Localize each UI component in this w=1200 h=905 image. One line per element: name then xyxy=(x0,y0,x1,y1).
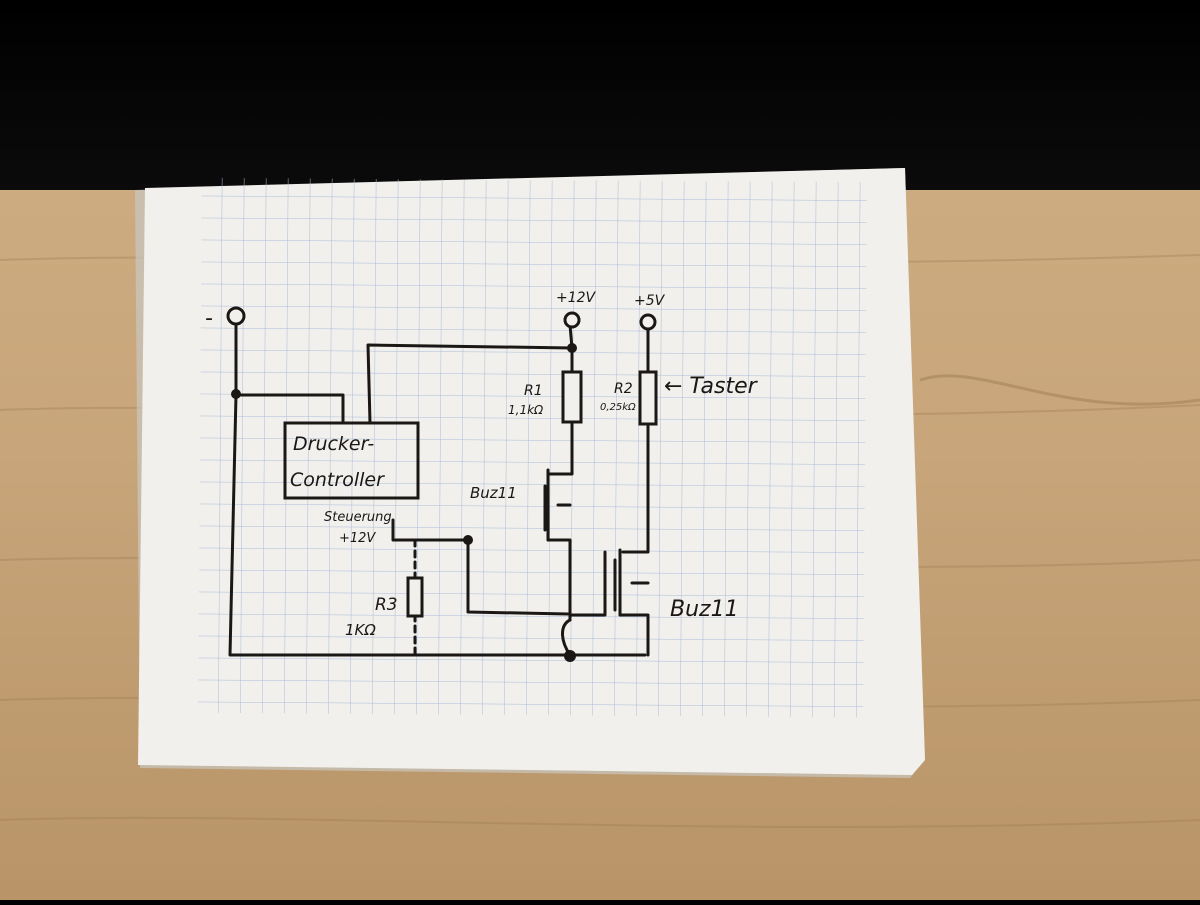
r1-value: 1,1kΩ xyxy=(508,403,544,417)
r1-name: R1 xyxy=(524,383,543,399)
controller-label-line1: Drucker- xyxy=(293,433,374,455)
minus-label: - xyxy=(205,306,213,331)
handwritten-labels: - +12V +5V R1 1,1kΩ R2 0,25kΩ ← Taster D… xyxy=(205,290,759,639)
minus-terminal xyxy=(226,306,246,326)
controller-label-line2: Controller xyxy=(290,469,385,491)
plus5v-label: +5V xyxy=(634,293,666,309)
resistor-r2 xyxy=(638,370,658,426)
steuerung-label-line1: Steuerung xyxy=(324,510,392,525)
r2-name: R2 xyxy=(614,381,633,397)
resistor-r1 xyxy=(561,370,583,424)
buz11-bottom-label: Buz11 xyxy=(670,597,739,622)
plus12v-label: +12V xyxy=(556,290,597,306)
grid-area xyxy=(198,177,867,718)
circuit-wires xyxy=(228,323,650,657)
steuerung-label-line2: +12V xyxy=(339,531,376,546)
terminals xyxy=(226,306,657,331)
plus12v-terminal xyxy=(563,311,581,329)
plus5v-terminal xyxy=(639,313,657,331)
resistor-r3 xyxy=(406,576,424,618)
resistors xyxy=(406,370,658,618)
r3-value: 1KΩ xyxy=(345,621,376,639)
r3-name: R3 xyxy=(375,595,398,615)
dark-desk-surface xyxy=(0,0,1200,190)
r2-value: 0,25kΩ xyxy=(600,402,636,413)
buz11-top-label: Buz11 xyxy=(470,484,517,502)
taster-label: ← Taster xyxy=(664,374,759,399)
printer-controller-box xyxy=(283,421,420,500)
junction-dots xyxy=(231,343,577,662)
